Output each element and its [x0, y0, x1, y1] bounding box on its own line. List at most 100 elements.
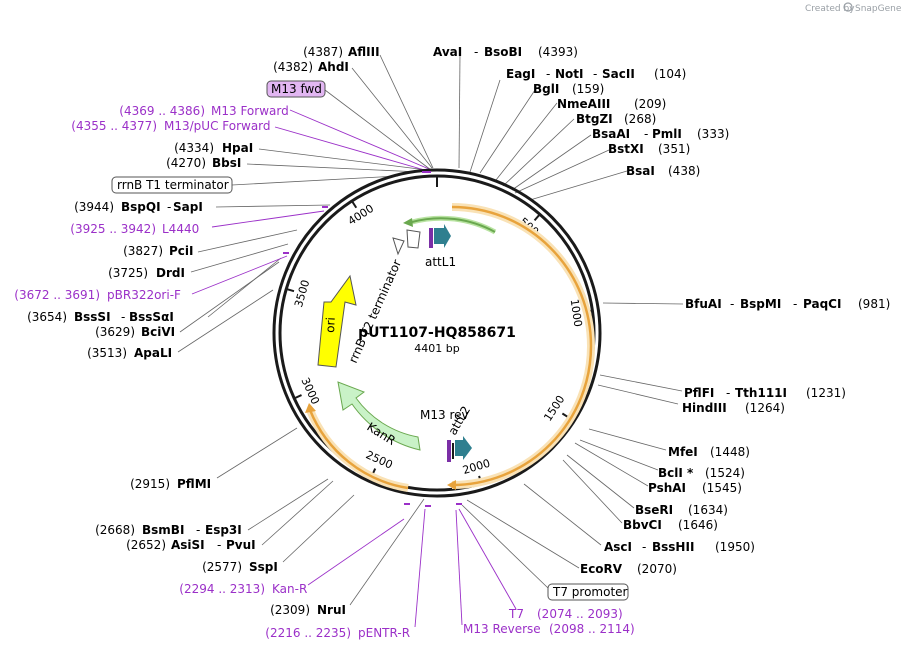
- nmeaiii-name: NmeAIII: [557, 97, 610, 111]
- primer-lines: [191, 109, 517, 628]
- bsssi-pos: (3654): [27, 310, 67, 324]
- rrnbt1-label: rrnB T1 terminator: [117, 178, 229, 192]
- bfuai-sep: -: [730, 297, 734, 311]
- pshai-pos: (1545): [702, 481, 742, 495]
- bgli-pos: (159): [572, 82, 604, 96]
- ori-label: ori: [323, 317, 338, 333]
- plasmid-size: 4401 bp: [414, 342, 459, 355]
- noti-sep: -: [593, 67, 597, 81]
- bcli-name: BclI *: [658, 466, 694, 480]
- bseri-name: BseRI: [635, 503, 673, 517]
- afliii-pos: (4387): [303, 45, 343, 59]
- bgli-name: BglI: [533, 82, 559, 96]
- m13rev-label: M13 rev: [420, 408, 469, 422]
- bbvci-name: BbvCI: [623, 518, 662, 532]
- nrui-name: NruI: [317, 603, 346, 617]
- asisi-pos: (2652): [126, 538, 166, 552]
- bsaai-pos: (333): [697, 127, 729, 141]
- bspqi-sep: -: [167, 200, 171, 214]
- bsmbi-name: BsmBI: [142, 523, 184, 537]
- avai-sep: -: [474, 45, 478, 59]
- tick-label: 3500: [292, 278, 312, 309]
- bsmbi-pos: (2668): [95, 523, 135, 537]
- tick-mark: [293, 394, 302, 400]
- bbsi-name: BbsI: [212, 156, 241, 170]
- tick-mark: [533, 213, 541, 222]
- ahdi-name: AhdI: [318, 60, 349, 74]
- l4440-name: L4440: [162, 222, 199, 236]
- asisi-name: AsiSI: [171, 538, 205, 552]
- pcii-pos: (3827): [123, 244, 163, 258]
- bsshii-name: BssHII: [652, 540, 694, 554]
- pflmi-pos: (2915): [130, 477, 170, 491]
- bspqi-pos: (3944): [74, 200, 114, 214]
- ahdi-pos: (4382): [273, 60, 313, 74]
- tick-mark: [351, 200, 358, 209]
- bcli-pos: (1524): [705, 466, 745, 480]
- pshai-name: PshAI: [648, 481, 686, 495]
- kanr-primer-name: Kan-R: [272, 582, 307, 596]
- tick-label: 2500: [364, 448, 395, 471]
- m13forward-name: M13 Forward: [211, 104, 289, 118]
- tick-mark: [286, 287, 295, 293]
- pvui-name: PvuI: [226, 538, 256, 552]
- ecorv-name: EcoRV: [580, 562, 623, 576]
- sspi-name: SspI: [249, 560, 278, 574]
- bsai-name: BsaI: [626, 164, 655, 178]
- hindiii-name: HindIII: [682, 401, 727, 415]
- mfei-pos: (1448): [710, 445, 750, 459]
- bsobi-name: BsoBI: [484, 45, 522, 59]
- pentr-pos: (2216 .. 2235): [265, 626, 351, 640]
- bbsi-pos: (4270): [166, 156, 206, 170]
- bstxi-name: BstXI: [608, 142, 644, 156]
- asisi-sep: -: [217, 538, 221, 552]
- snapgene-logo-icon: [843, 2, 853, 12]
- pbr322-name: pBR322ori-F: [107, 288, 181, 302]
- bsaai-sep: -: [644, 127, 648, 141]
- bsaai-name: BsaAI: [592, 127, 630, 141]
- m13puc-name: M13/pUC Forward: [164, 119, 271, 133]
- ori-feature: [317, 274, 357, 368]
- tick-label: 4000: [346, 202, 377, 228]
- l4440-pos: (3925 .. 3942): [70, 222, 156, 236]
- leader-lines: [177, 54, 684, 606]
- sapi-name: SapI: [173, 200, 203, 214]
- hindiii-pos: (1264): [745, 401, 785, 415]
- bsmbi-sep: -: [196, 523, 200, 537]
- bfuai-name: BfuAI: [685, 297, 722, 311]
- primer-marks: [283, 171, 462, 507]
- t7promoter-label: T7 promoter: [552, 585, 628, 599]
- m13reverse-pos: (2098 .. 2114): [549, 622, 635, 636]
- feature-green-top: [403, 215, 497, 235]
- apali-name: ApaLI: [134, 346, 172, 360]
- bsssai-name: BssSαI: [129, 310, 174, 324]
- t7-name: T7: [508, 607, 524, 621]
- rrnb-t2-label: rrnB T2 terminator: [346, 257, 404, 365]
- kanr-primer-pos: (2294 .. 2313): [179, 582, 265, 596]
- pbr322-pos: (3672 .. 3691): [14, 288, 100, 302]
- sacii-name: SacII: [602, 67, 635, 81]
- feature-arc-left: [305, 403, 409, 492]
- bstxi-pos: (351): [658, 142, 690, 156]
- pcii-name: PciI: [169, 244, 194, 258]
- avai-name: AvaI: [433, 45, 462, 59]
- drdi-name: DrdI: [156, 266, 185, 280]
- attl1-label: attL1: [425, 255, 456, 269]
- bsssi-name: BssSI: [74, 310, 111, 324]
- eagi-pos: (104): [654, 67, 686, 81]
- asci-sep: -: [642, 540, 646, 554]
- pflfi-name: PflFI: [684, 386, 714, 400]
- pflmi-name: PflMI: [177, 477, 211, 491]
- asci-name: AscI: [604, 540, 632, 554]
- eagi-name: EagI: [506, 67, 535, 81]
- bspmi-sep: -: [793, 297, 797, 311]
- hpai-pos: (4334): [174, 141, 214, 155]
- esp3i-name: Esp3I: [205, 523, 242, 537]
- m13puc-pos: (4355 .. 4377): [71, 119, 157, 133]
- ecorv-pos: (2070): [637, 562, 677, 576]
- bspmi-name: BspMI: [740, 297, 781, 311]
- m13forward-pos: (4369 .. 4386): [119, 104, 205, 118]
- pflfi-sep: -: [726, 386, 730, 400]
- bfuai-pos: (981): [858, 297, 890, 311]
- afliii-name: AflIII: [348, 45, 380, 59]
